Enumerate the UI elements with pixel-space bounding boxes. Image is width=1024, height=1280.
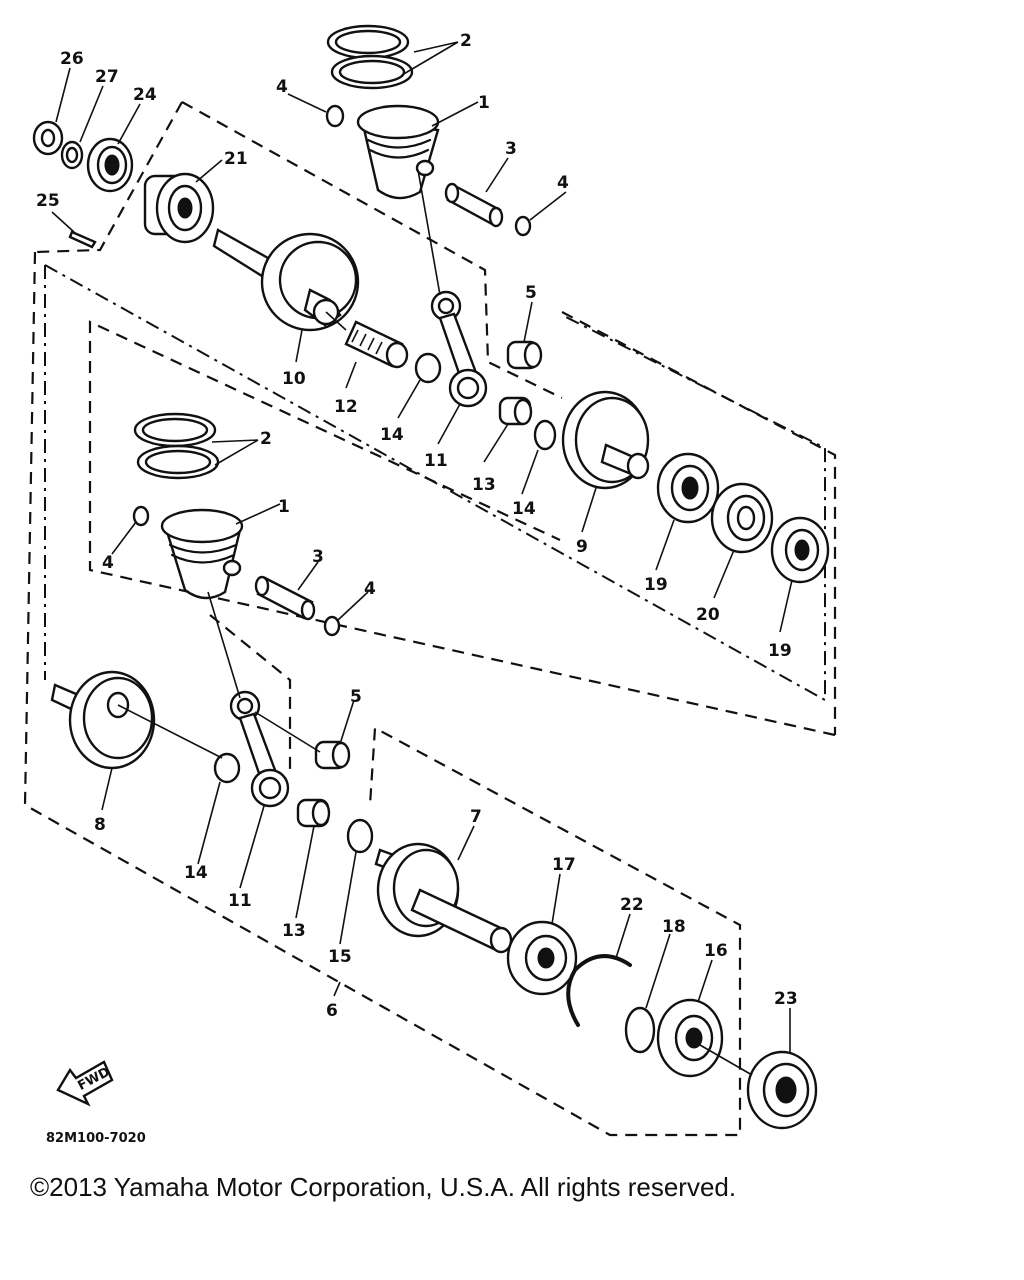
callout: 9 [576, 537, 588, 557]
callout: 6 [326, 1001, 338, 1021]
callout: 17 [552, 855, 576, 875]
callout: 1 [278, 497, 290, 517]
labyrinth-seal-20 [710, 482, 774, 554]
callout: 14 [380, 425, 404, 445]
bearing-16 [656, 998, 724, 1078]
piston-rings-top [326, 24, 414, 90]
oil-seal-23 [746, 1050, 818, 1130]
crank-wheel-9 [561, 390, 650, 490]
callout: 5 [525, 283, 537, 303]
assembly-outline-upper [34, 101, 837, 737]
callout: 11 [228, 891, 252, 911]
callout: 14 [184, 863, 208, 883]
callout: 4 [276, 77, 288, 97]
washer-14-b [533, 419, 557, 451]
washer-27 [60, 140, 84, 170]
callout: 4 [102, 553, 114, 573]
callout: 14 [512, 499, 536, 519]
crank-wheel-8 [50, 670, 156, 770]
callout: 25 [36, 191, 60, 211]
callout: 20 [696, 605, 720, 625]
crankshaft-piston-exploded-view: FWD 82M100-7020 [23, 24, 837, 1146]
assembly-outline-inner [44, 264, 826, 702]
bearing-19-b [770, 516, 830, 584]
callout: 16 [704, 941, 728, 961]
piston-pin-top [444, 182, 504, 228]
circlip-top-left [325, 104, 345, 128]
washer-18 [624, 1006, 656, 1054]
piston-top [356, 104, 440, 200]
circlip-mid-right [323, 615, 341, 637]
nut-26 [32, 120, 64, 156]
callout: 24 [133, 85, 157, 105]
callout-numbers: 2 1 4 3 4 26 27 24 21 25 5 10 12 14 11 1… [36, 31, 798, 1021]
key-25 [68, 230, 97, 249]
piston-mid [160, 508, 244, 600]
fwd-arrow-icon: FWD [56, 1060, 114, 1107]
circlip-22 [566, 954, 632, 1027]
small-end-bearing-top [506, 340, 543, 370]
crank-wheel-7 [374, 842, 513, 954]
assembly-outline-lower [23, 251, 742, 1137]
bearing-21 [143, 172, 215, 244]
oil-seal-24 [86, 137, 134, 193]
assembly-axis-lines [117, 169, 753, 1076]
bearing-17 [506, 920, 578, 996]
callout: 1 [478, 93, 490, 113]
circlip-top-right [514, 215, 532, 237]
callout: 4 [557, 173, 569, 193]
washer-14-a [414, 352, 442, 384]
callout: 2 [460, 31, 472, 51]
callout: 13 [282, 921, 306, 941]
callout: 21 [224, 149, 248, 169]
callout: 18 [662, 917, 686, 937]
callout: 13 [472, 475, 496, 495]
callout: 19 [768, 641, 792, 661]
callout: 27 [95, 67, 119, 87]
callout: 3 [312, 547, 324, 567]
connecting-rod-mid [229, 690, 290, 808]
washer-15 [346, 818, 374, 854]
copyright-notice: ©2013 Yamaha Motor Corporation, U.S.A. A… [30, 1172, 737, 1202]
callout: 5 [350, 687, 362, 707]
callout: 23 [774, 989, 798, 1009]
connecting-rod-top [430, 290, 488, 408]
bearing-19-a [656, 452, 720, 524]
circlip-mid-left [132, 505, 150, 527]
big-end-bearing-top [498, 396, 533, 426]
callout: 15 [328, 947, 352, 967]
callout: 12 [334, 397, 358, 417]
crank-pin-12 [344, 320, 409, 369]
crank-wheel-10 [212, 228, 360, 332]
callout: 4 [364, 579, 376, 599]
callout: 11 [424, 451, 448, 471]
callout: 3 [505, 139, 517, 159]
big-end-bearing-mid [296, 798, 331, 828]
callout-leaders [51, 41, 793, 1052]
piston-pin-mid [254, 575, 316, 621]
callout: 2 [260, 429, 272, 449]
callout: 19 [644, 575, 668, 595]
callout: 26 [60, 49, 84, 69]
piston-rings-mid [133, 412, 220, 480]
callout: 7 [470, 807, 482, 827]
callout: 8 [94, 815, 106, 835]
small-end-bearing-mid [314, 740, 351, 770]
callout: 22 [620, 895, 644, 915]
callout: 10 [282, 369, 306, 389]
part-code: 82M100-7020 [46, 1131, 146, 1146]
washer-14-c [213, 752, 241, 784]
